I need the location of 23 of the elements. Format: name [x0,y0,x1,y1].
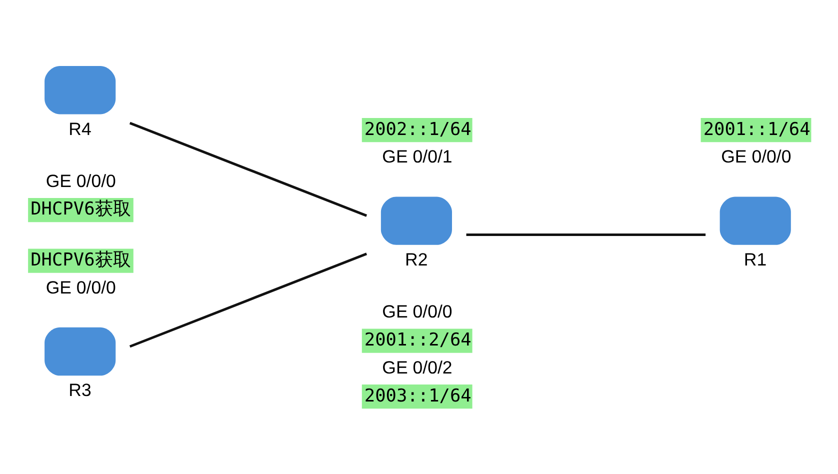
node-label: 2001::2/64 [364,330,472,350]
node-box [44,66,116,114]
node-label: R4 [68,118,92,139]
node-label: GE 0/0/0 [46,170,116,191]
node-box [720,196,791,245]
node-label: GE 0/0/0 [46,277,116,298]
node-label: DHCPV6获取 [30,250,131,270]
connector [129,252,368,348]
node-box [44,327,116,376]
node-label: R2 [405,249,428,270]
node-box [380,196,452,245]
node-label: 2003::1/64 [364,386,472,406]
node-label: 2001::1/64 [703,120,810,140]
node-label: DHCPV6获取 [30,200,131,220]
node-label: GE 0/0/0 [382,302,452,322]
connector [466,234,706,236]
node-label: GE 0/0/1 [382,146,452,167]
node-label: GE 0/0/0 [721,146,792,167]
node-label: 2002::1/64 [364,120,472,140]
node-label: GE 0/0/2 [382,357,452,378]
connector [129,122,368,217]
node-label: R1 [744,249,767,270]
node-label: R3 [68,380,92,400]
